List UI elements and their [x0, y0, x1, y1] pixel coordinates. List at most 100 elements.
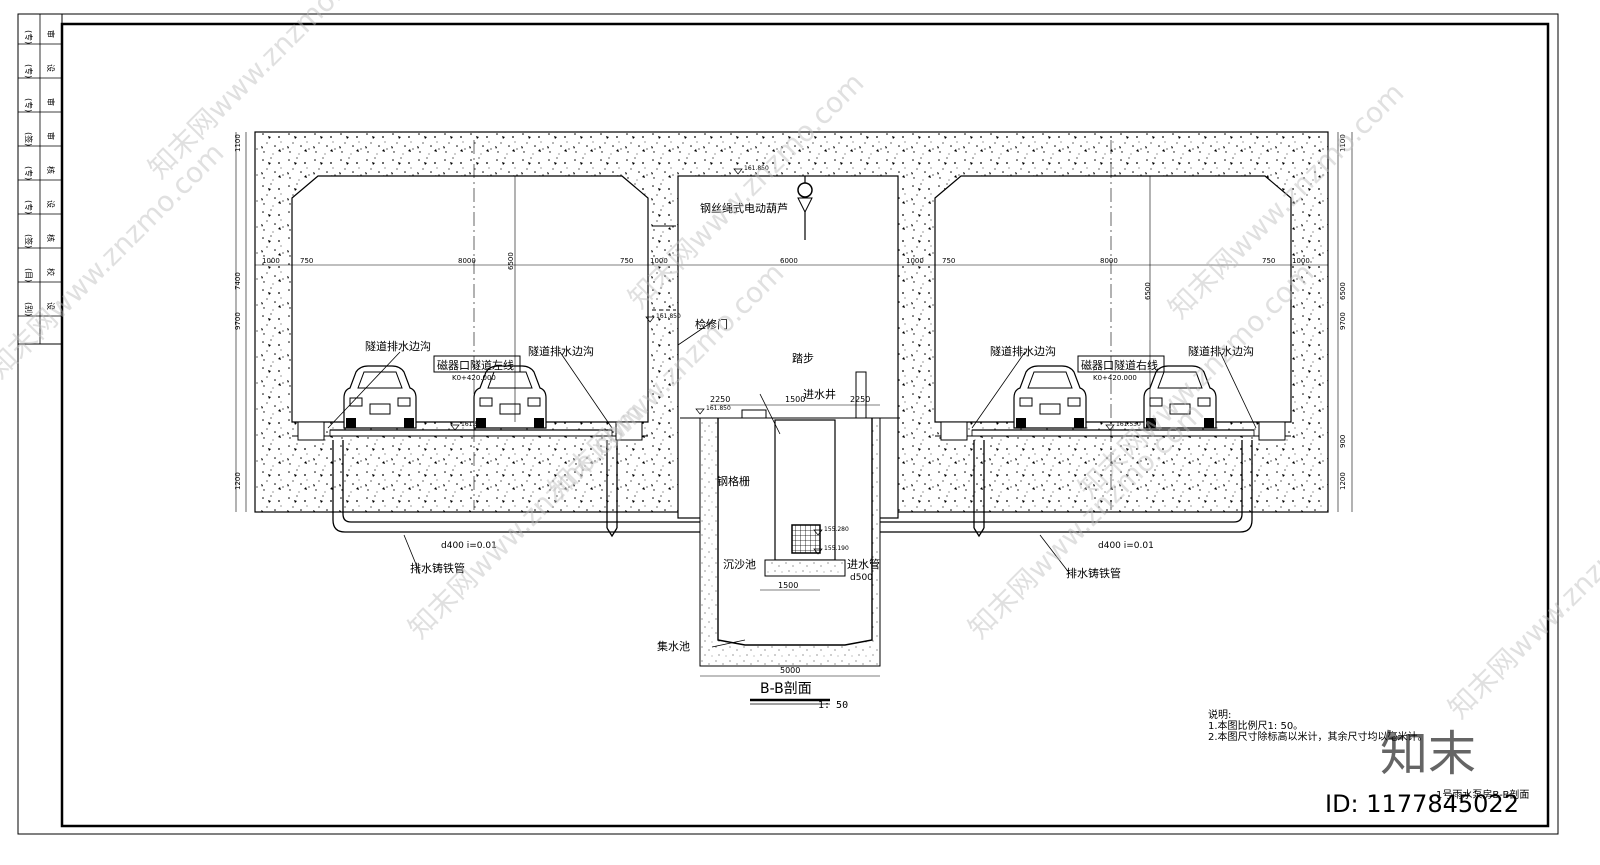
- elevation-label: 155.280: [824, 526, 849, 533]
- repeat-watermark: 知末网www.znzmo.com: [0, 136, 230, 385]
- title-block-cell: 设: [46, 302, 56, 310]
- label-access-door: 检修门: [695, 317, 728, 331]
- elevation-label: 161.850: [656, 313, 681, 320]
- section-scale: 1: 50: [818, 700, 848, 711]
- title-block-cell: (专): [24, 98, 34, 112]
- sheet-name: 1号雨水泵房B-B剖面: [1436, 788, 1529, 801]
- label-cast-pipe-right: 排水铸铁管: [1066, 566, 1121, 580]
- title-block-cell: (签): [24, 234, 34, 248]
- label-inlet-pipe: 进水管: [847, 557, 880, 571]
- section-title: B-B剖面: [760, 681, 812, 697]
- right-tunnel-void: [934, 175, 1292, 423]
- dim-inner: 6500: [507, 252, 515, 270]
- dim-right: 9700: [1339, 312, 1347, 330]
- title-block-cell: 核: [46, 166, 56, 174]
- dim-top: 6000: [780, 257, 798, 265]
- title-block-cell: 审: [46, 30, 56, 38]
- outer-border: [17, 13, 1559, 835]
- car-icon: [473, 365, 547, 429]
- sump-pit: [680, 176, 900, 667]
- dim-top: 8000: [1100, 257, 1118, 265]
- dim-top: 1000: [906, 257, 924, 265]
- note-1: 1.本图比例尺1: 50。: [1208, 719, 1303, 732]
- dim-top: 750: [942, 257, 955, 265]
- dim-top: 750: [620, 257, 633, 265]
- label-step: 踏步: [792, 351, 814, 365]
- dim-mid: 2250: [710, 395, 730, 404]
- label-tunnel-right: 磁器口隧道右线: [1081, 358, 1158, 372]
- id-watermark: ID: 1177845022: [1325, 790, 1519, 818]
- label-sand-pit: 沉沙池: [723, 558, 756, 571]
- dim-top: 750: [300, 257, 313, 265]
- dim-right: 1200: [1339, 472, 1347, 490]
- label-hoist: 钢丝绳式电动葫芦: [700, 201, 788, 215]
- notes-title: 说明:: [1208, 708, 1231, 721]
- leader-lines: [327, 321, 1257, 648]
- label-drain-right-b: 隧道排水边沟: [1188, 344, 1254, 358]
- right-road-slab: [971, 429, 1255, 437]
- left-road-slab: [329, 429, 613, 437]
- title-block-cell: 核: [46, 234, 56, 242]
- title-block-cell: 设: [46, 64, 56, 72]
- label-grating: 钢格栅: [717, 474, 750, 488]
- elevation-label: 155.190: [824, 545, 849, 552]
- label-inlet-pipe-dia: d500: [850, 573, 873, 583]
- title-block: (专)审(专)设(专)审(签)审(专)核(专)设(签)核(目)校(别)设: [17, 13, 63, 345]
- dim-top: 1000: [262, 257, 280, 265]
- car-icon: [1013, 365, 1087, 429]
- hoist-icon: [797, 182, 813, 198]
- dimension-lines: [235, 132, 1353, 677]
- dim-mid: 2250: [850, 395, 870, 404]
- dim-top: 1000: [650, 257, 668, 265]
- title-block-cell: 校: [46, 268, 56, 276]
- elevation-label: 161.530: [461, 421, 486, 428]
- label-drain-left-b: 隧道排水边沟: [528, 344, 594, 358]
- title-block-cell: 审: [46, 98, 56, 106]
- dim-top: 8000: [458, 257, 476, 265]
- label-chainage-left: K0+420.000: [452, 374, 496, 382]
- elevation-label: 161.850: [706, 405, 731, 412]
- title-block-cell: 设: [46, 200, 56, 208]
- car-icon: [343, 365, 417, 429]
- dim-left: 9700: [234, 312, 242, 330]
- left-tunnel-void: [291, 175, 649, 423]
- dim-mid: 1500: [785, 395, 805, 404]
- label-cast-pipe-left: 排水铸铁管: [410, 561, 465, 575]
- dim-right: 1100: [1339, 134, 1347, 152]
- title-block-cell: (签): [24, 132, 34, 146]
- cover-left: [741, 409, 767, 419]
- title-block-cell: (别): [24, 302, 33, 316]
- left-side-drains: [297, 421, 643, 441]
- dim-top: 1000: [1292, 257, 1310, 265]
- dim-top: 750: [1262, 257, 1275, 265]
- label-chainage-right: K0+420.000: [1093, 374, 1137, 382]
- label-tunnel-left: 磁器口隧道左线: [437, 358, 514, 372]
- dim-bottom: 1500: [778, 581, 798, 590]
- dim-inner: 6500: [1144, 282, 1152, 300]
- title-block-cell: 审: [46, 132, 56, 140]
- elevation-label: 161.850: [744, 165, 769, 172]
- dim-left: 7400: [234, 272, 242, 290]
- title-block-cell: (专): [24, 166, 34, 180]
- title-block-cell: (专): [24, 200, 34, 214]
- dim-left: 1100: [234, 134, 242, 152]
- label-pipe-right: d400 i=0.01: [1098, 541, 1154, 551]
- brand-watermark: 知末: [1380, 726, 1476, 782]
- label-drain-left-a: 隧道排水边沟: [365, 339, 431, 353]
- labels: 钢丝绳式电动葫芦检修门踏步进水井钢格栅沉沙池进水管d500集水池隧道排水边沟隧道…: [234, 134, 1347, 675]
- cars: [343, 365, 1217, 429]
- label-drain-right-a: 隧道排水边沟: [990, 344, 1056, 358]
- drain-pipes: [332, 440, 1253, 538]
- right-side-drains: [940, 421, 1286, 441]
- note-2: 2.本图尺寸除标高以米计，其余尺寸均以毫米计。: [1208, 730, 1428, 743]
- title-block-cell: (专): [24, 64, 34, 78]
- sand-pit: [764, 559, 846, 577]
- dim-right: 900: [1339, 435, 1347, 448]
- inner-border: [60, 22, 1550, 828]
- label-pipe-left: d400 i=0.01: [441, 541, 497, 551]
- centerlines: [473, 140, 1112, 510]
- title-block-cell: (专): [24, 30, 34, 44]
- dim-right: 6500: [1339, 282, 1347, 300]
